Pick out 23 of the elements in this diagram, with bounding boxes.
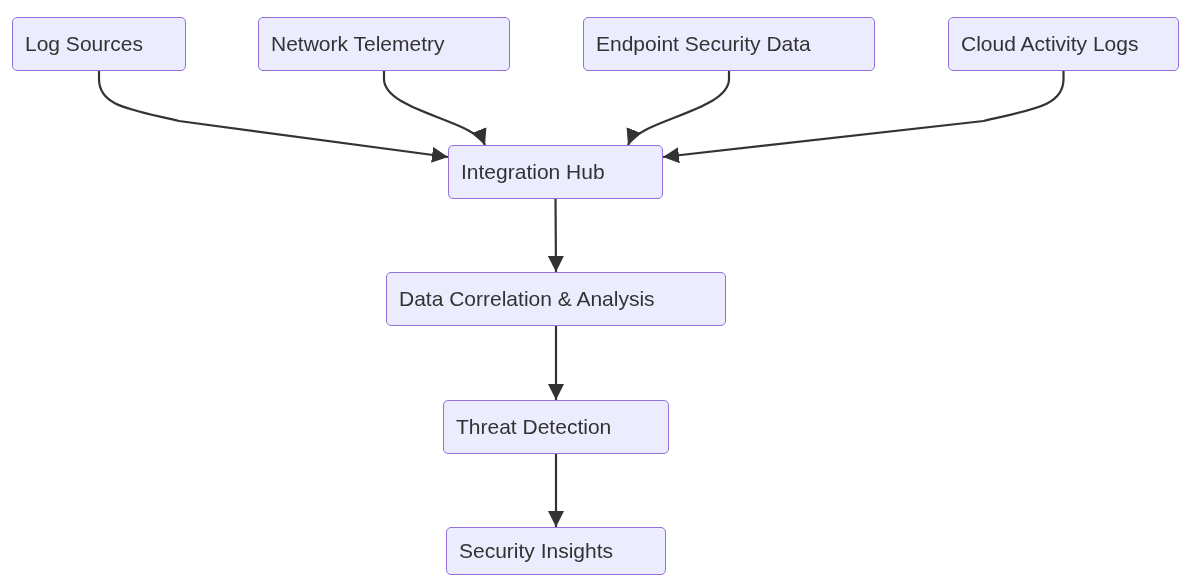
arrow <box>627 71 731 146</box>
arrow <box>97 71 449 163</box>
box-label: Data Correlation & Analysis <box>399 286 655 313</box>
box-label: Log Sources <box>25 31 143 58</box>
process-box <box>446 527 666 575</box>
box-label: Endpoint Security Data <box>596 31 811 58</box>
box-label: Threat Detection <box>456 414 612 441</box>
arrow <box>548 454 564 527</box>
box-label: Integration Hub <box>461 159 605 186</box>
process-box <box>258 17 510 71</box>
box-label: Network Telemetry <box>271 31 445 58</box>
process-box <box>448 145 663 199</box>
arrow <box>547 199 564 272</box>
arrow <box>382 71 486 146</box>
arrow <box>662 71 1065 164</box>
process-box <box>12 17 186 71</box>
process-box <box>948 17 1179 71</box>
process-box <box>443 400 669 454</box>
box-label: Cloud Activity Logs <box>961 31 1139 58</box>
process-box <box>386 272 726 326</box>
process-box <box>583 17 875 71</box>
box-label: Security Insights <box>459 538 614 565</box>
arrow <box>548 326 564 400</box>
